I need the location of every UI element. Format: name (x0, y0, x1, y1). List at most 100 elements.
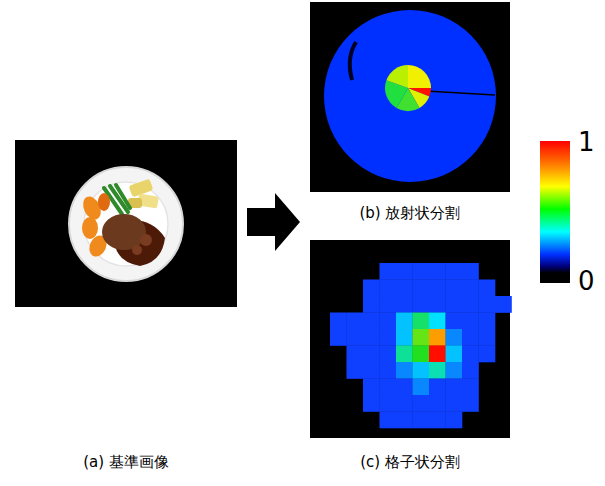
radial-center (385, 65, 431, 111)
grid-cell (446, 296, 463, 313)
grid-cell (413, 263, 430, 280)
grid-cell (363, 280, 380, 297)
grid-cell (396, 329, 413, 346)
grid-cell (380, 329, 397, 346)
grid-cell (413, 412, 430, 429)
grid-cell (446, 362, 463, 379)
figure-panel: (c) 格子状分割 (310, 240, 510, 475)
pie-sector (408, 65, 431, 88)
grid-cell (363, 296, 380, 313)
grid-cell (446, 346, 463, 363)
grid-cell (429, 329, 446, 346)
grid-cell (330, 313, 347, 330)
grid-cell (396, 296, 413, 313)
grid-cells (330, 263, 512, 428)
grid-cell (429, 362, 446, 379)
grid-cell (330, 329, 347, 346)
grid-cell (363, 395, 380, 412)
grid-cell (380, 280, 397, 297)
hamburg-steak (102, 214, 146, 250)
grid-cell (380, 296, 397, 313)
grid-cell (413, 329, 430, 346)
grid-cell (462, 329, 479, 346)
grid-cell (396, 346, 413, 363)
radial-arc-mark (350, 42, 356, 80)
grid-cell (380, 412, 397, 429)
grid-cell (446, 280, 463, 297)
colorbar (540, 141, 570, 283)
grid-cell (396, 263, 413, 280)
heatmap-background (310, 2, 510, 192)
grid-cell (446, 329, 463, 346)
grid-cell (462, 296, 479, 313)
grid-cell (347, 329, 364, 346)
grid-cell (396, 362, 413, 379)
grid-cell (446, 395, 463, 412)
grid-cell (446, 263, 463, 280)
grid-cell (413, 395, 430, 412)
grid-cell (363, 346, 380, 363)
grid-cell (413, 313, 430, 330)
heatmap-background (310, 240, 510, 438)
grid-cell (446, 379, 463, 396)
grid-cell (396, 395, 413, 412)
grid-cell (479, 329, 496, 346)
potato (128, 179, 159, 209)
radial-heatmap (310, 2, 510, 192)
grid-cell (380, 263, 397, 280)
figure-panel: (b) 放射状分割 (310, 0, 510, 226)
panel-caption: (b) 放射状分割 (310, 203, 510, 223)
grid-cell (479, 296, 496, 313)
figure-panel: (a) 基準画像 (15, 140, 237, 475)
grid-cell (380, 395, 397, 412)
grid-cell (363, 362, 380, 379)
grid-cell (413, 346, 430, 363)
grid-cell (429, 296, 446, 313)
grid-cell (380, 362, 397, 379)
grid-cell (462, 395, 479, 412)
grid-cell (413, 280, 430, 297)
panel-caption: (c) 格子状分割 (310, 452, 510, 472)
grid-cell (495, 296, 512, 313)
grid-cell (363, 313, 380, 330)
grid-cell (429, 379, 446, 396)
grid-cell (479, 346, 496, 363)
grid-cell (462, 379, 479, 396)
colorbar-tick: 1 (578, 127, 595, 157)
grid-cell (479, 313, 496, 330)
reference-photo (15, 140, 237, 307)
mushroom (132, 245, 142, 255)
grid-cell (396, 280, 413, 297)
grid-cell (479, 280, 496, 297)
grid-cell (363, 329, 380, 346)
plate (69, 167, 183, 281)
photo-background (15, 140, 237, 307)
grid-cell (413, 362, 430, 379)
grid-cell (462, 362, 479, 379)
grid-cell (429, 313, 446, 330)
grid-cell (380, 313, 397, 330)
panel-caption: (a) 基準画像 (15, 452, 237, 472)
grid-cell (413, 296, 430, 313)
grid-cell (462, 313, 479, 330)
grid-cell (446, 412, 463, 429)
grid-cell (347, 313, 364, 330)
grid-cell (462, 280, 479, 297)
grid-cell (462, 263, 479, 280)
mushroom (140, 234, 152, 246)
grid-cell (347, 362, 364, 379)
grid-cell (380, 379, 397, 396)
grid-cell (429, 395, 446, 412)
grid-cell (446, 313, 463, 330)
grid-cell (396, 313, 413, 330)
grid-cell (462, 346, 479, 363)
pie-sector (386, 65, 408, 88)
grid-cell (429, 280, 446, 297)
grid-cell (429, 263, 446, 280)
radial-region (324, 10, 496, 182)
grid-cell (429, 346, 446, 363)
grid-heatmap (310, 240, 512, 438)
grid-cell (396, 379, 413, 396)
grid-cell (396, 412, 413, 429)
